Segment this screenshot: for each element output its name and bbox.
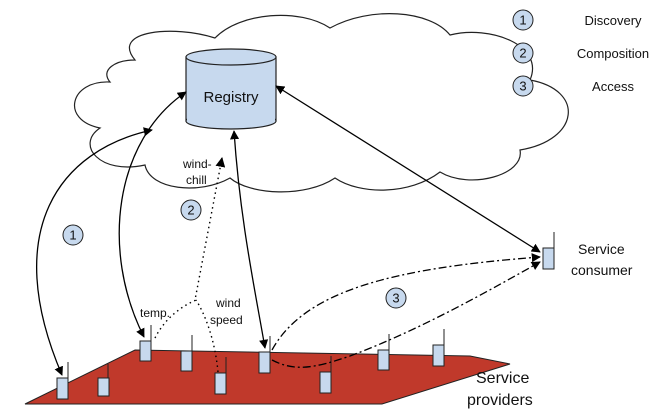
legend-item-access: 3 Access: [512, 75, 634, 97]
wind-chill-label: wind-: [182, 157, 212, 171]
temp-label: temp.: [140, 306, 170, 320]
step-number: 2: [187, 203, 194, 218]
composition-line-windchill: [194, 157, 226, 301]
registry-database[interactable]: Registry: [185, 48, 277, 130]
registry-label: Registry: [203, 89, 259, 106]
wind-speed-label: wind: [215, 296, 241, 310]
discovery-arrow-consumer: [275, 85, 541, 253]
access-line-lower: [271, 261, 541, 368]
discovery-arrow-temp: [118, 91, 187, 338]
service-providers-label-line2: providers: [467, 392, 533, 409]
step-number: 1: [69, 228, 76, 243]
legend-number: 1: [519, 13, 526, 28]
step-number: 3: [392, 291, 399, 306]
sensor-temp[interactable]: [139, 325, 152, 362]
cloud-shape: [73, 13, 569, 193]
sensor-device[interactable]: [432, 329, 445, 367]
legend-label: Composition: [577, 46, 649, 61]
service-consumer-label-line2: consumer: [571, 262, 633, 278]
step-marker-access: 3: [385, 287, 407, 309]
service-consumer-label: Service: [578, 241, 625, 257]
sensor-device[interactable]: [319, 356, 332, 394]
legend-number: 2: [519, 46, 526, 61]
step-marker-discovery: 1: [62, 224, 84, 246]
consumer-device[interactable]: [542, 232, 555, 270]
step-marker-composition: 2: [180, 199, 202, 221]
legend: 1 Discovery 2 Composition 3 Access: [512, 9, 649, 97]
sensor-device[interactable]: [180, 335, 193, 372]
access-line-upper: [271, 253, 541, 351]
wind-chill-label-line2: chill: [186, 173, 207, 187]
sensor-device[interactable]: [258, 336, 271, 374]
discovery-arrow-sensor: [230, 130, 269, 349]
sensor-wind-speed[interactable]: [214, 357, 227, 395]
service-providers-label: Service: [476, 370, 529, 387]
sensor-device[interactable]: [377, 334, 390, 371]
legend-number: 3: [519, 79, 526, 94]
legend-item-discovery: 1 Discovery: [512, 9, 642, 31]
legend-label: Access: [592, 79, 634, 94]
legend-label: Discovery: [584, 13, 642, 28]
legend-item-composition: 2 Composition: [512, 42, 649, 64]
discovery-arrow-left: [36, 127, 153, 376]
wind-speed-label-line2: speed: [210, 313, 243, 327]
composition-line-windspeed: [195, 299, 219, 373]
composition-line-temp: [154, 299, 197, 339]
